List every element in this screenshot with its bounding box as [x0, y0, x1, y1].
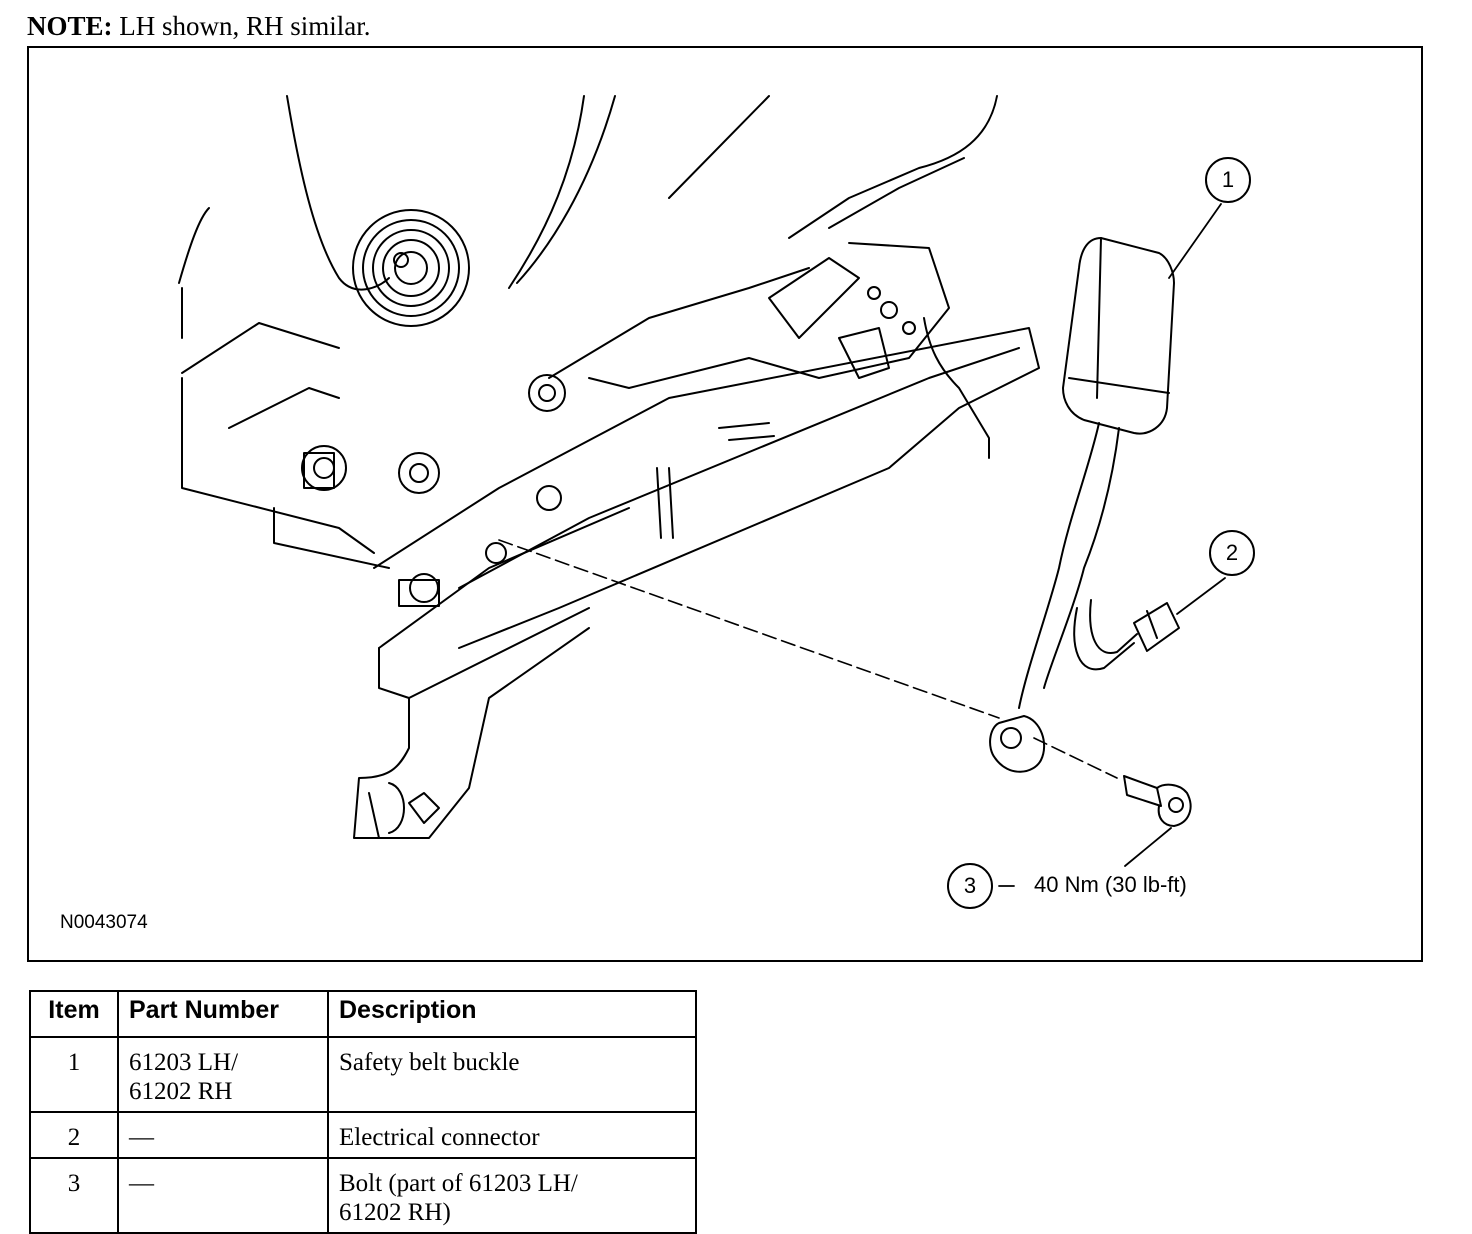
part-line: 61202 RH: [129, 1078, 233, 1105]
callout-leaders: [998, 203, 1226, 887]
note-line: NOTE: LH shown, RH similar.: [27, 10, 371, 42]
header-description: Description: [327, 990, 697, 1038]
bolt-3: [1123, 775, 1192, 827]
callout-3: 3: [947, 863, 993, 909]
note-label: NOTE:: [27, 11, 113, 41]
description-line: Bolt (part of 61203 LH/: [339, 1170, 578, 1197]
description-cell: Bolt (part of 61203 LH/61202 RH): [327, 1157, 697, 1234]
description-line: 61202 RH): [339, 1199, 451, 1226]
header-part-number: Part Number: [117, 990, 329, 1038]
track-fasteners: [301, 257, 916, 607]
description-line: Safety belt buckle: [339, 1049, 520, 1076]
description-cell: Electrical connector: [327, 1111, 697, 1159]
callout-1: 1: [1205, 157, 1251, 203]
note-text: LH shown, RH similar.: [112, 11, 371, 41]
table-header-row: Item Part Number Description: [29, 990, 697, 1038]
illustration-frame: 1 2 3 40 Nm (30 lb-ft) N0043074: [27, 46, 1423, 962]
part-number-cell: 61203 LH/61202 RH: [117, 1036, 329, 1113]
item-cell: 1: [29, 1036, 119, 1113]
figure-id: N0043074: [60, 912, 148, 933]
item-cell: 2: [29, 1111, 119, 1159]
part-number-cell: —: [117, 1157, 329, 1234]
part-line: —: [129, 1124, 154, 1151]
torque-spec: 40 Nm (30 lb-ft): [1034, 872, 1187, 897]
header-item: Item: [29, 990, 119, 1038]
part-line: —: [129, 1170, 154, 1197]
part-number-cell: —: [117, 1111, 329, 1159]
description-cell: Safety belt buckle: [327, 1036, 697, 1113]
part-line: 61203 LH/: [129, 1049, 239, 1076]
recliner-spring: [352, 209, 470, 327]
table-row: 1 61203 LH/61202 RH Safety belt buckle: [29, 1036, 697, 1113]
item-cell: 3: [29, 1157, 119, 1234]
table-row: 3 — Bolt (part of 61203 LH/61202 RH): [29, 1157, 697, 1234]
table-row: 2 — Electrical connector: [29, 1111, 697, 1159]
seat-track-illustration: [178, 95, 1226, 887]
description-line: Electrical connector: [339, 1124, 540, 1151]
buckle-assembly: [989, 237, 1180, 773]
seat-track-rail: [353, 242, 1040, 839]
callout-2: 2: [1209, 530, 1255, 576]
seat-outline: [178, 95, 998, 569]
parts-table: Item Part Number Description 1 61203 LH/…: [29, 990, 697, 1234]
alignment-line: [498, 539, 1118, 779]
